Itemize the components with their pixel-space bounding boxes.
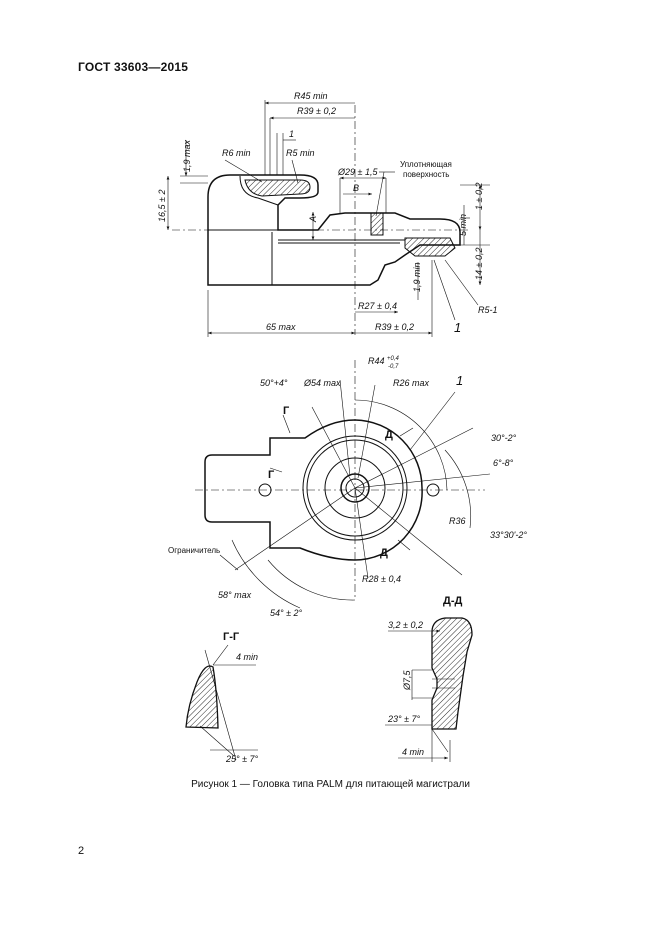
dim-r6: R6 min [222, 148, 251, 158]
dim-h1-9-top: 1,9 max [182, 139, 192, 172]
leader-one-plan: 1 [456, 373, 463, 388]
dim-d29: Ø29 ± 1,5 [337, 167, 378, 177]
dim-r39-bottom: R39 ± 0,2 [375, 322, 414, 332]
label-b: B [353, 183, 359, 193]
dim-r28: R28 ± 0,4 [362, 574, 401, 584]
dim-h1-9-bottom: 1,9 min [412, 262, 422, 292]
dim-a33: 33°30'-2° [490, 530, 527, 540]
dim-h1: 1 ± 0,2 [474, 183, 484, 210]
dim-r44-tol-dn: -0,7 [388, 364, 399, 370]
dim-dd-w4: 4 min [402, 747, 424, 757]
dim-a30: 30°-2° [491, 433, 517, 443]
section-gg-view [185, 644, 258, 761]
figure-caption: Рисунок 1 — Головка типа PALM для питающ… [191, 779, 470, 790]
seal-surface-label-2: поверхность [403, 170, 449, 179]
dim-dd-h7-5: Ø7,5 [402, 669, 412, 691]
dim-a6: 6°-8° [493, 458, 514, 468]
dim-r5-1: R5-1 [478, 305, 498, 315]
dim-dd-t32: 3,2 ± 0,2 [388, 620, 423, 630]
dim-r27: R27 ± 0,4 [358, 301, 397, 311]
dim-r26: R26 max [393, 378, 430, 388]
dim-h14: 14 ± 0,2 [474, 248, 484, 280]
dim-r44-tol-up: +0,4 [387, 356, 400, 362]
dim-gg-w4: 4 min [236, 652, 258, 662]
dim-r44: R44 +0,4 [368, 356, 400, 366]
dim-d54: Ø54 max [303, 378, 341, 388]
dim-r44-value: R44 [368, 356, 385, 366]
dim-gg-a25: 25° ± 7° [225, 754, 259, 764]
page-number: 2 [78, 845, 85, 857]
plan-view [195, 360, 491, 609]
dim-dd-a23: 23° ± 7° [387, 714, 421, 724]
section-g-side: Г [268, 469, 275, 481]
dim-h16-5: 16,5 ± 2 [157, 190, 167, 222]
leader-one-top: 1 [454, 320, 461, 335]
section-dd-title: Д-Д [443, 595, 462, 607]
dim-r36: R36 [449, 516, 466, 526]
label-a: A [308, 216, 318, 223]
elevation-view [166, 100, 490, 337]
dim-w65: 65 max [266, 322, 296, 332]
dim-1mm: 1 [289, 129, 294, 139]
seal-surface-label-1: Уплотняющая [400, 160, 452, 169]
dim-r39-top: R39 ± 0,2 [297, 106, 336, 116]
section-d-bottom: Д [380, 547, 388, 559]
dim-h5: 5 min [458, 214, 468, 236]
document-header: ГОСТ 33603—2015 [78, 60, 189, 74]
dim-a54: 54° ± 2° [270, 608, 303, 618]
section-gg-title: Г-Г [223, 631, 240, 643]
dim-r45: R45 min [294, 91, 328, 101]
dim-a50: 50°+4° [260, 378, 288, 388]
dim-a58: 58° max [218, 590, 252, 600]
section-g-top: Г [283, 405, 290, 417]
limiter-label: Ограничитель [168, 546, 220, 555]
section-dd-view [385, 617, 473, 762]
dim-r5: R5 min [286, 148, 315, 158]
section-d-top: Д [385, 429, 393, 441]
